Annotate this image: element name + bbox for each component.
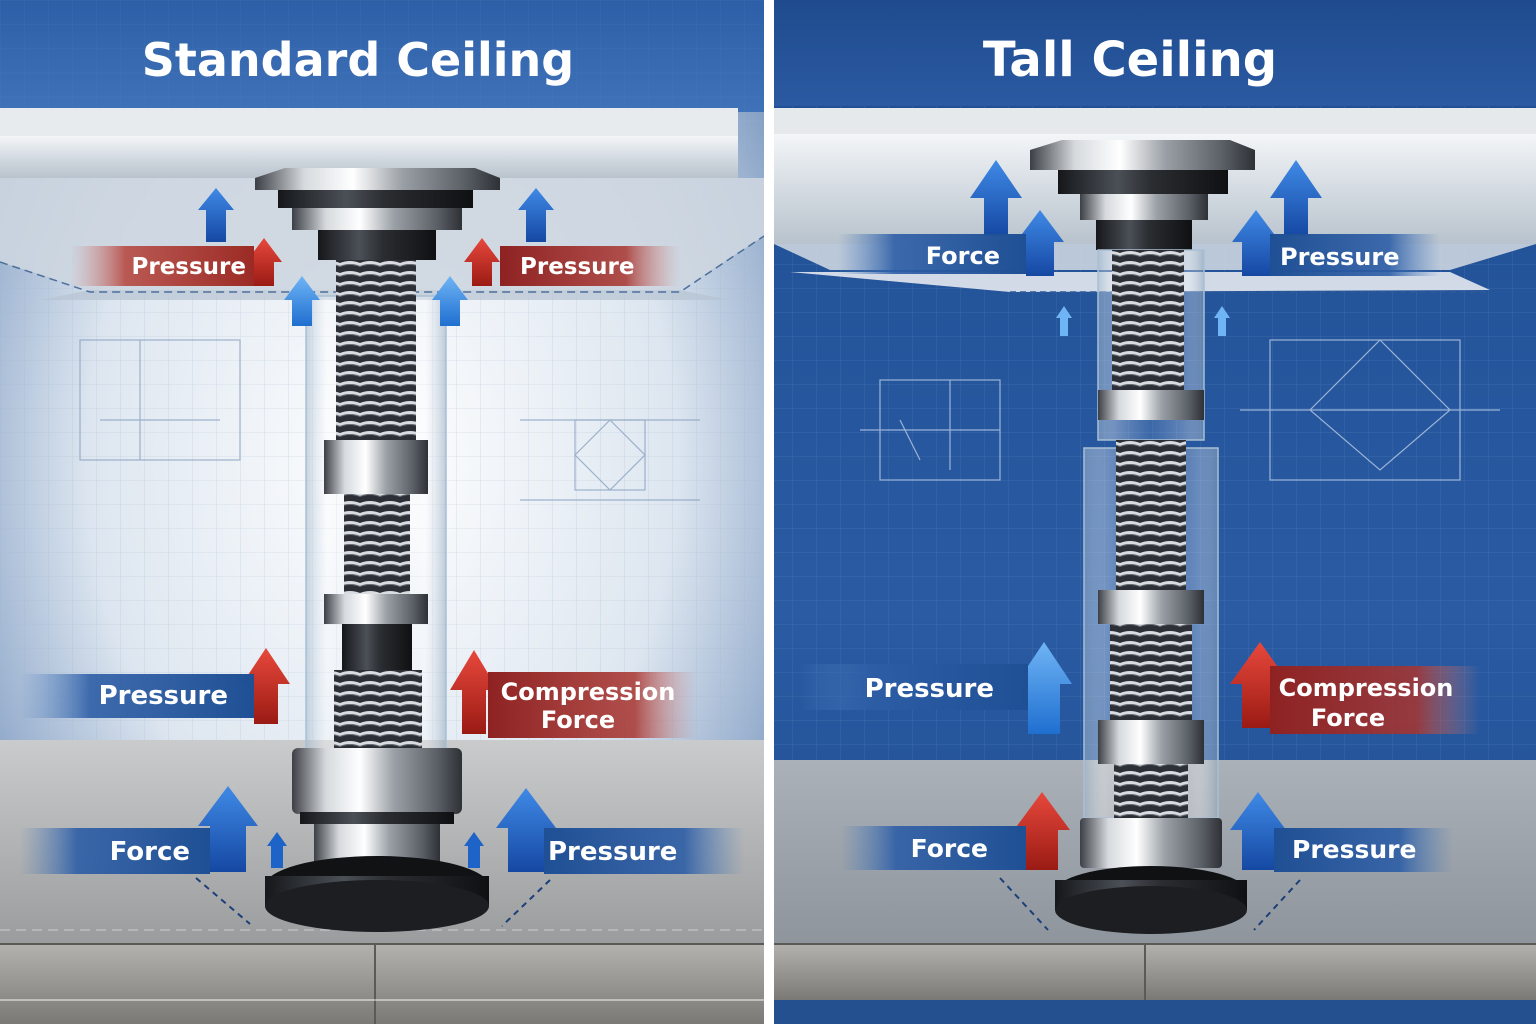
label-mid-right: Compression Force	[1270, 666, 1480, 734]
svg-text:Force: Force	[1311, 704, 1385, 732]
panel-tall-ceiling: Tall Ceiling	[774, 0, 1536, 1024]
label-mid-left: Pressure	[800, 664, 1028, 710]
screw-jack-post	[1030, 140, 1255, 934]
blueprint-sketch	[860, 339, 1500, 481]
svg-text:Pressure: Pressure	[99, 681, 228, 711]
svg-text:Force: Force	[911, 834, 988, 863]
up-arrow-icon	[195, 188, 556, 927]
label-bottom-right: Pressure	[544, 828, 744, 874]
label-mid-left: Pressure	[20, 674, 254, 718]
panel-standard-ceiling: Standard Ceiling	[0, 0, 765, 1024]
svg-text:Force: Force	[541, 706, 615, 734]
label-bottom-left: Force	[20, 828, 210, 874]
svg-text:Force: Force	[110, 837, 190, 867]
svg-text:Compression: Compression	[1279, 674, 1454, 702]
svg-text:Pressure: Pressure	[520, 254, 635, 280]
screw-jack-post	[255, 168, 500, 932]
label-top-left: Pressure	[70, 246, 254, 286]
svg-text:Pressure: Pressure	[548, 837, 677, 867]
svg-text:Pressure: Pressure	[132, 254, 247, 280]
svg-text:Force: Force	[926, 242, 1000, 270]
svg-text:Pressure: Pressure	[865, 674, 994, 704]
label-top-right: Pressure	[1270, 234, 1440, 276]
label-top-left: Force	[838, 234, 1026, 274]
up-arrow-icon	[970, 160, 1322, 931]
label-bottom-right: Pressure	[1274, 828, 1454, 872]
label-mid-right: Compression Force	[488, 672, 698, 738]
panel-title: Standard Ceiling	[142, 33, 574, 87]
label-bottom-left: Force	[840, 826, 1026, 870]
label-top-right: Pressure	[500, 246, 680, 286]
panel-title: Tall Ceiling	[983, 32, 1277, 88]
svg-text:Compression: Compression	[501, 678, 676, 706]
svg-text:Pressure: Pressure	[1292, 835, 1416, 864]
panel-divider	[764, 0, 774, 1024]
blueprint-sketch	[79, 339, 700, 501]
svg-text:Pressure: Pressure	[1280, 243, 1399, 271]
